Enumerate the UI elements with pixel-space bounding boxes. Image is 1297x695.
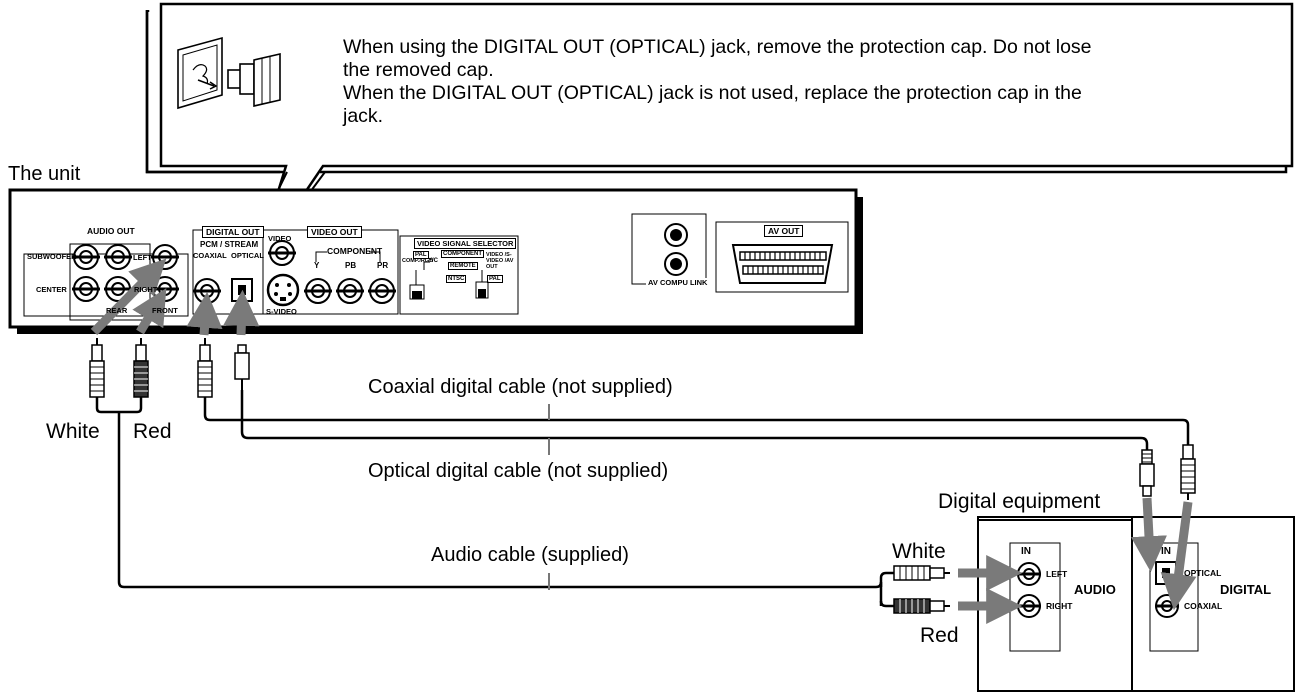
left-label: LEFT [133,253,152,262]
s-video-label: S-VIDEO [266,307,297,316]
cables [95,390,1190,608]
coaxial-cable-label: Coaxial digital cable (not supplied) [368,376,673,398]
right-label: RIGHT [134,285,158,294]
vss-video-svideo-avout-label: VIDEO /S-VIDEO /AV OUT [486,252,514,270]
equipment-audio-in-label: IN [1021,546,1031,557]
optical-plug-unit [234,344,250,390]
video-out-label: VIDEO OUT [307,226,362,238]
rca-plug-white-right [893,565,950,581]
vss-component-label: COMPONENT [441,250,484,258]
equipment-audio-in-group [1009,542,1061,652]
vss-yc-label: Y/C [428,258,439,264]
equipment-coaxial-label: COAXIAL [1184,601,1223,611]
optical-plug-equipment [1139,449,1155,497]
equipment-digital-in-label: IN [1161,546,1171,557]
rca-plug-white-left [89,338,105,398]
rca-plug-coaxial-equipment [1180,444,1196,500]
equipment-optical-label: OPTICAL [1184,568,1222,578]
protection-cap-icon [177,36,281,110]
pcm-stream-label: PCM / STREAM [200,240,259,249]
av-compu-link [631,213,707,285]
pr-label: PR [377,261,389,270]
audio-out-label: AUDIO OUT [87,226,135,236]
av-out-label: AV OUT [764,225,804,237]
audio-cable-label: Audio cable (supplied) [431,544,629,566]
optical-cable-label: Optical digital cable (not supplied) [368,460,669,482]
equipment-audio-label: AUDIO [1074,582,1116,597]
plug-arrows-equipment [958,497,1197,624]
rca-plug-red-left [133,338,149,398]
y-label: Y [314,261,320,270]
white-label-right: White [892,540,946,563]
rca-plug-coaxial-unit [197,338,213,398]
red-label-right: Red [920,624,959,647]
subwoofer-label: SUBWOOFER [27,252,77,261]
callout-line: When using the DIGITAL OUT (OPTICAL) jac… [343,36,1092,58]
rca-plug-red-right [893,598,950,614]
white-label-left: White [46,420,100,443]
unit-title: The unit [8,163,81,185]
vss-remote-label: REMOTE [448,262,478,270]
callout-text: When using the DIGITAL OUT (OPTICAL) jac… [343,36,1263,128]
vss-ntsc-label: NTSC [446,275,467,283]
equipment-left-label: LEFT [1046,569,1068,579]
equipment-digital-in-group [1149,542,1199,652]
center-label: CENTER [36,285,67,294]
vss-pal2-label: PAL [487,275,503,283]
av-out-connector [715,221,849,293]
rear-label: REAR [106,306,128,315]
component-label: COMPONENT [327,246,383,256]
vss-comp-rgb-label: COMP./RGB [402,258,434,264]
pb-label: PB [345,261,357,270]
video-signal-selector [399,235,519,315]
red-label-left: Red [133,420,172,443]
digital-out-label: DIGITAL OUT [202,226,264,238]
digital-equipment-label: Digital equipment [938,490,1101,513]
av-compu-link-label: AV COMPU LINK [646,278,710,287]
callout-line: When the DIGITAL OUT (OPTICAL) jack is n… [343,82,1082,104]
callout-line: the removed cap. [343,59,494,81]
equipment-right-label: RIGHT [1046,601,1073,611]
vss-title-label: VIDEO SIGNAL SELECTOR [414,238,517,249]
coaxial-label: COAXIAL [193,251,227,260]
equipment-digital-label: DIGITAL [1220,582,1272,597]
callout-line: jack. [343,105,384,127]
plug-arrows-unit [90,258,260,336]
front-label: FRONT [152,306,178,315]
video-label: VIDEO [268,234,292,243]
optical-label: OPTICAL [231,251,264,260]
callout-box [145,2,1294,269]
vss-pal-label: PAL [413,251,429,259]
